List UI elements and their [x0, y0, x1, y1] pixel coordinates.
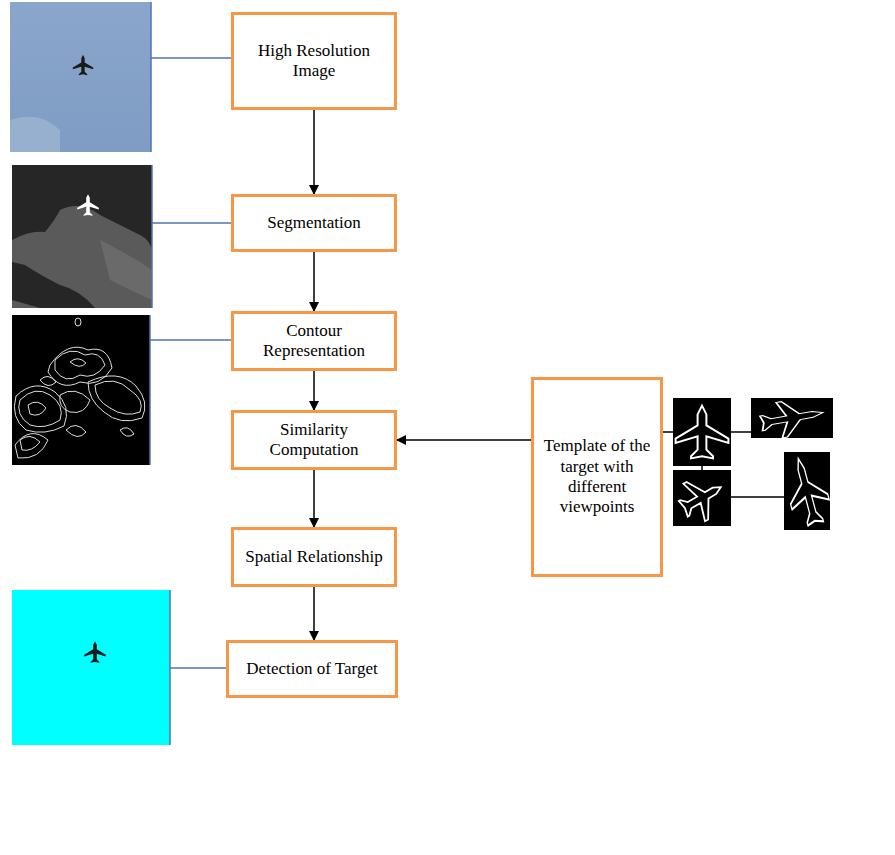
flow-arrow: [313, 110, 315, 194]
template-images: [672, 395, 834, 530]
flow-arrow: [397, 439, 531, 441]
box-label: Similarity Computation: [242, 420, 386, 461]
leader-line: [152, 222, 231, 224]
box-label: Spatial Relationship: [245, 547, 382, 567]
leader-line: [150, 339, 231, 341]
frame-line: [151, 165, 153, 308]
process-box: Similarity Computation: [231, 410, 397, 470]
process-box: High Resolution Image: [231, 12, 397, 110]
process-box: Segmentation: [231, 194, 397, 252]
process-box: Detection of Target: [226, 640, 398, 698]
box-label: Contour Representation: [242, 321, 386, 362]
detection-image: [12, 590, 170, 745]
leader-line: [731, 496, 784, 498]
box-label: Segmentation: [267, 213, 360, 233]
process-box: Spatial Relationship: [231, 527, 397, 587]
box-label: High Resolution Image: [242, 41, 386, 82]
flow-arrow: [313, 252, 315, 311]
leader-line: [663, 431, 673, 433]
process-box: Contour Representation: [231, 311, 397, 371]
box-label: Detection of Target: [246, 659, 377, 679]
leader-line: [151, 57, 231, 59]
frame-line: [150, 2, 152, 152]
frame-line: [149, 315, 151, 465]
template-box: Template of the target with different vi…: [531, 377, 663, 577]
leader-line: [701, 466, 703, 470]
box-label: Template of the target with different vi…: [542, 436, 652, 518]
contour-image: [12, 315, 150, 465]
flow-arrow: [313, 587, 315, 640]
leader-line: [170, 667, 226, 669]
sky-photo: [10, 2, 151, 152]
leader-line: [731, 431, 751, 433]
segmentation-image: [12, 165, 152, 308]
flow-arrow: [313, 470, 315, 527]
flow-arrow: [313, 371, 315, 410]
